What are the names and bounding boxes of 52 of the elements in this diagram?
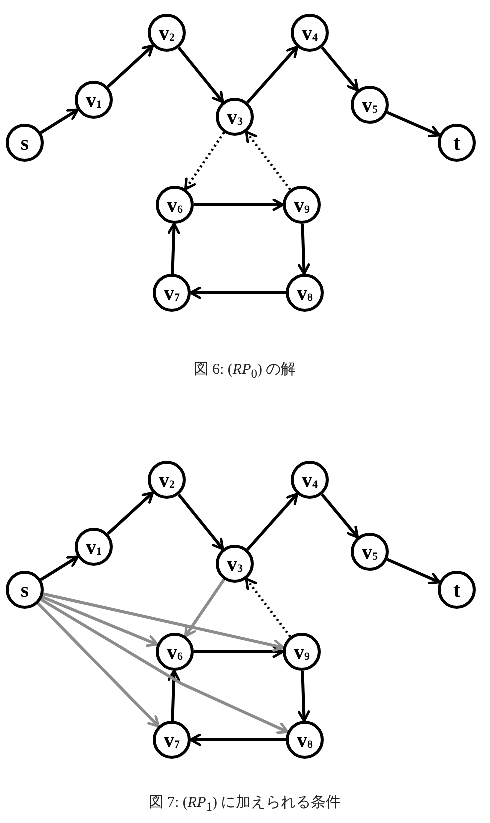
arrow (386, 558, 441, 585)
arrow (298, 224, 310, 276)
arrow (168, 222, 180, 274)
arrow (190, 286, 286, 300)
arrow (43, 592, 285, 652)
arrow (40, 108, 80, 134)
vertex-circle: v$_{5}$ (351, 86, 389, 124)
vertex-circle: v$_{2}$ (148, 14, 186, 52)
vertex-circle: v$_{7}$ (153, 721, 191, 759)
arrow (40, 556, 80, 582)
vertex-circle: v$_{8}$ (286, 274, 324, 312)
arrow (42, 596, 159, 648)
vertex-circle: s (6, 124, 44, 162)
arrow (178, 494, 224, 550)
vertex-circle: t (438, 124, 476, 162)
vertex-circle: v$_{6}$ (156, 633, 194, 671)
arrow (184, 132, 226, 191)
vertex-circle: v$_{2}$ (148, 461, 186, 499)
arrow (245, 578, 292, 638)
arrow (245, 130, 292, 191)
vertex-circle: v$_{1}$ (75, 81, 113, 119)
arrow (178, 46, 224, 104)
arrow (194, 198, 284, 212)
vertex-circle: s (6, 571, 44, 609)
vertex-circle: v$_{8}$ (286, 721, 324, 759)
arrow (106, 44, 154, 88)
vertex-circle: v$_{3}$ (216, 98, 254, 136)
arrow (386, 111, 441, 138)
vertex-circle: v$_{4}$ (291, 14, 329, 52)
vertex-circle: v$_{4}$ (291, 461, 329, 499)
vertex-circle: v$_{9}$ (283, 186, 321, 224)
arrow (40, 598, 289, 734)
arrow (194, 646, 284, 658)
arrow (321, 46, 360, 92)
arrow (246, 492, 299, 551)
vertex-circle: t (438, 571, 476, 609)
figure-caption: 図 7: (RP$_{1}$) に加えられる条件 (148, 795, 342, 811)
arrow (106, 492, 154, 536)
vertex-circle: v$_{6}$ (156, 186, 194, 224)
figure-caption: 図 6: (RP$_{0}$) の解 (194, 362, 296, 378)
arrow (37, 602, 160, 728)
vertex-circle: v$_{1}$ (75, 528, 113, 566)
arrow (298, 670, 310, 722)
vertex-circle: v$_{3}$ (216, 545, 254, 583)
arrow (246, 46, 299, 104)
arrow (168, 670, 180, 722)
arrow (321, 494, 360, 539)
vertex-circle: v$_{7}$ (153, 274, 191, 312)
vertex-circle: v$_{9}$ (283, 633, 321, 671)
arrow (184, 578, 226, 638)
vertex-circle: v$_{5}$ (351, 533, 389, 571)
arrow (190, 734, 286, 746)
